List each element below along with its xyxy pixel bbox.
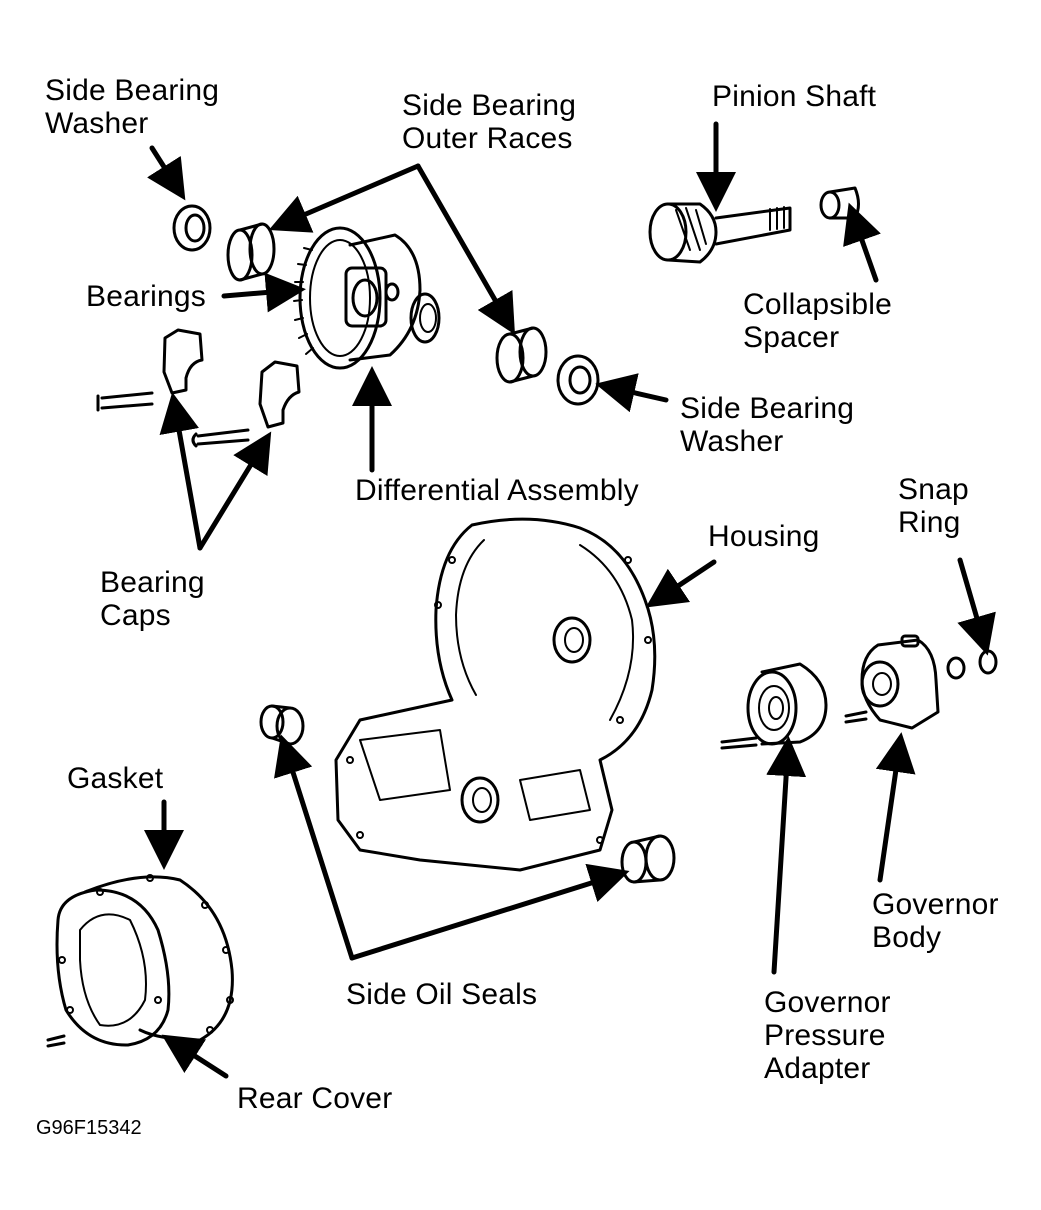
label-governor-body-line1: Governor (872, 888, 999, 921)
label-snap-ring-line2: Ring (898, 506, 961, 539)
gasket-part (83, 874, 234, 1042)
side-oil-seal-right-part (620, 834, 676, 884)
label-governor-pressure-adapter-line2: Pressure (764, 1019, 886, 1052)
label-snap-ring-line1: Snap (898, 473, 969, 506)
housing-part (334, 517, 657, 872)
label-bearings: Bearings (86, 280, 207, 313)
label-rear-cover: Rear Cover (237, 1082, 393, 1115)
label-collapsible-spacer-line2: Spacer (743, 321, 840, 354)
label-side-bearing-washer-right-line2: Washer (680, 425, 784, 458)
label-collapsible-spacer-line1: Collapsible (743, 288, 892, 321)
label-side-bearing-outer-races-line1: Side Bearing (402, 89, 577, 122)
pinion-shaft-part (648, 202, 792, 264)
bearing-caps-part (96, 328, 301, 448)
differential-assembly-part (293, 226, 441, 370)
label-bearing-caps-line1: Bearing (100, 566, 205, 599)
governor-body-part (844, 634, 940, 730)
label-housing: Housing (708, 520, 820, 553)
leader-arrows (144, 121, 996, 1079)
label-governor-pressure-adapter-line3: Adapter (764, 1052, 871, 1085)
label-governor-body-line2: Body (872, 921, 942, 954)
label-differential-assembly: Differential Assembly (355, 474, 639, 507)
label-governor-pressure-adapter-line1: Governor (764, 986, 891, 1019)
side-bearing-outer-race-right-part (495, 326, 548, 384)
label-gasket: Gasket (67, 762, 164, 795)
label-side-bearing-washer-left-line2: Washer (45, 107, 149, 140)
side-oil-seal-left-part (259, 704, 305, 746)
label-side-oil-seals: Side Oil Seals (346, 978, 538, 1011)
label-side-bearing-outer-races-line2: Outer Races (402, 122, 573, 155)
label-side-bearing-washer-right-line1: Side Bearing (680, 392, 855, 425)
snap-ring-part (946, 649, 998, 680)
label-pinion-shaft: Pinion Shaft (712, 80, 877, 113)
governor-pressure-adapter-part (720, 662, 828, 750)
side-bearing-washer-right-part (556, 354, 600, 406)
side-bearing-outer-race-left-part (226, 222, 276, 282)
label-side-bearing-washer-left-line1: Side Bearing (45, 74, 220, 107)
rear-cover-part (46, 888, 171, 1048)
side-bearing-washer-left-part (172, 204, 212, 252)
label-bearing-caps-line2: Caps (100, 599, 171, 632)
figure-code: G96F15342 (36, 1117, 142, 1139)
